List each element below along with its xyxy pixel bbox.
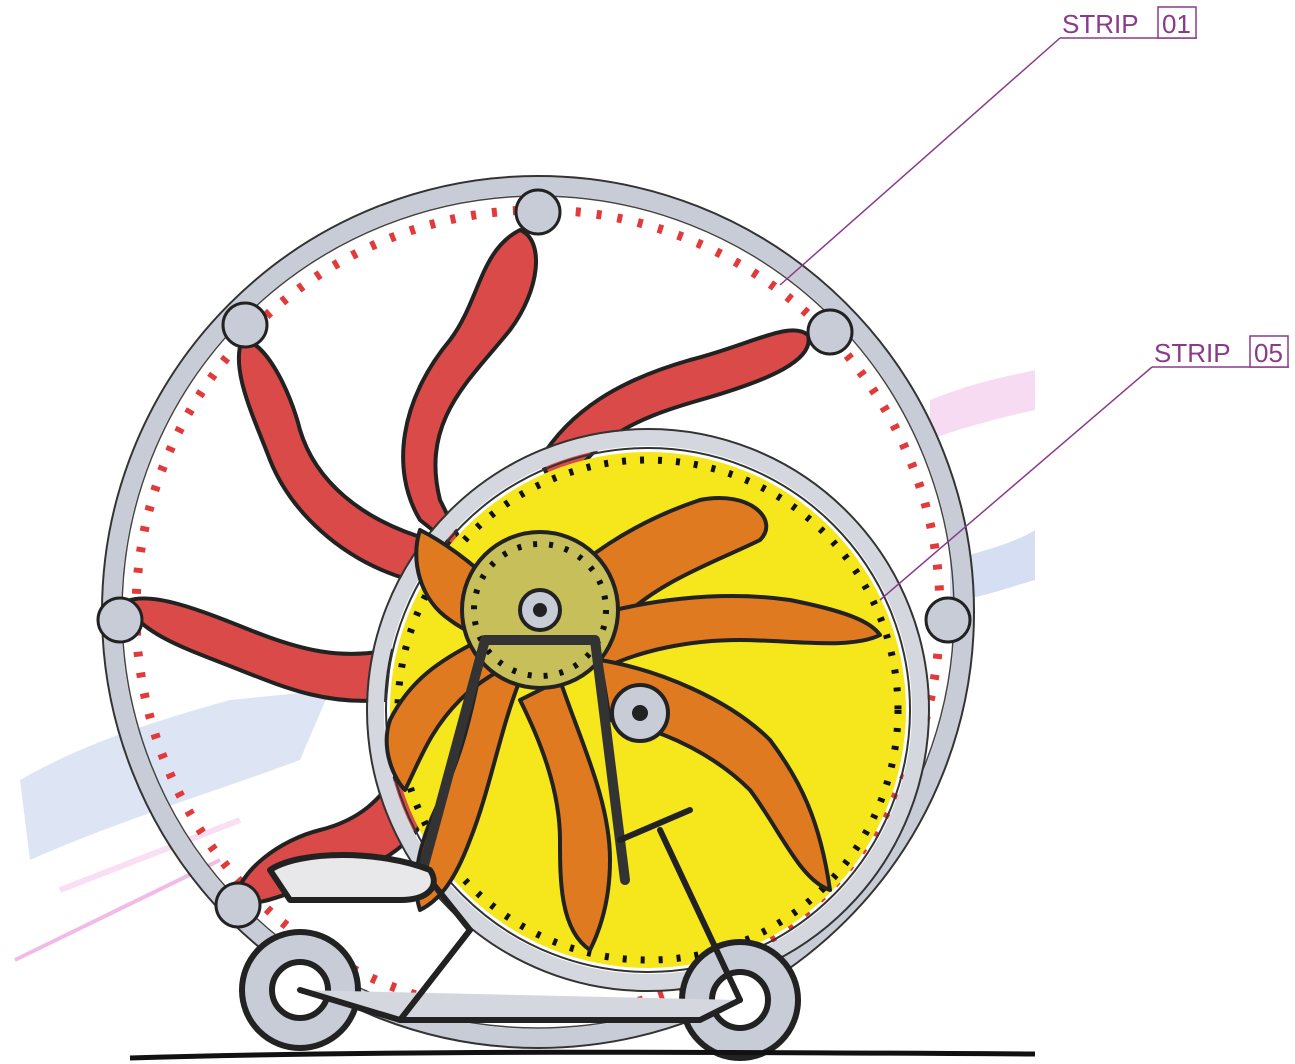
callout-number-strip-01: 01 bbox=[1162, 9, 1191, 39]
mount-left bbox=[98, 598, 142, 642]
callout-number-strip-05: 05 bbox=[1254, 338, 1283, 368]
axle-pin bbox=[533, 603, 547, 617]
ground-line bbox=[130, 1052, 1035, 1058]
mount-lower-left bbox=[216, 883, 260, 927]
leader-line-strip-01 bbox=[780, 38, 1060, 285]
callout-label-strip-05: STRIP bbox=[1154, 338, 1231, 368]
mount-right bbox=[926, 598, 970, 642]
callout-strip-01: STRIP 01 bbox=[780, 7, 1197, 285]
mount-top bbox=[516, 190, 560, 234]
scooter-seat bbox=[270, 855, 434, 900]
callout-label-strip-01: STRIP bbox=[1062, 9, 1139, 39]
mount-right-upper bbox=[808, 310, 852, 354]
secondary-bearing-pin bbox=[632, 705, 648, 721]
outer-arm-left bbox=[125, 598, 390, 701]
pink-scribble-right bbox=[930, 370, 1035, 440]
mount-left-upper bbox=[223, 303, 267, 347]
scooter-deck bbox=[300, 990, 740, 1020]
